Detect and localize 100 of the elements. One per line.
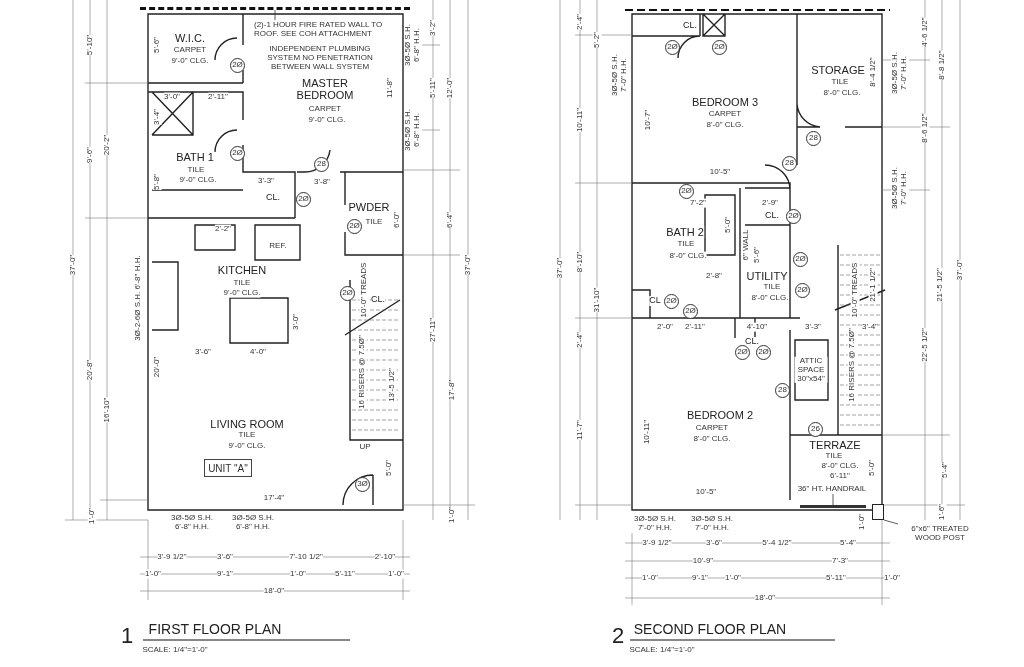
finish-text: 8'-0" CLG.: [823, 88, 861, 98]
room-name: STORAGE: [811, 63, 865, 77]
dimension-text: 16'-10": [102, 397, 112, 423]
dimension-text: 3'-4": [862, 322, 878, 332]
door-tag: 28: [314, 157, 329, 172]
door-tag: 2Ø: [756, 345, 771, 360]
door-tag: 26: [808, 422, 823, 437]
finish-text: 9'-0" CLG.: [228, 441, 266, 451]
leader-line: [274, 9, 276, 21]
dimension-text: 1'-0": [290, 569, 306, 579]
finish-text: 9'-0" CLG.: [179, 175, 217, 185]
room-name: CL.: [745, 337, 759, 347]
dimension-text: 2'-8": [706, 271, 722, 281]
dimension-text: 37'-0": [68, 254, 78, 276]
dimension-text: 5'-6": [752, 247, 762, 263]
dimension-text: 1'-0": [388, 569, 404, 579]
dimension-text: 2'-4": [575, 332, 585, 348]
finish-text: 8'-0" CLG.: [669, 251, 707, 261]
finish-text: TILE: [825, 451, 843, 461]
dimension-text: 2'-2": [215, 224, 231, 234]
dimension-text: 3'-8": [314, 177, 330, 187]
wood-post: [872, 504, 884, 520]
door-tag: 3Ø: [355, 477, 370, 492]
plan-number: 2: [611, 623, 625, 649]
dimension-text: 21'-1 1/2": [868, 268, 878, 302]
door-tag: 2Ø: [679, 184, 694, 199]
finish-text: TILE: [831, 77, 849, 87]
door-tag: 2Ø: [793, 252, 808, 267]
finish-text: TILE: [187, 165, 205, 175]
door-tag: 2Ø: [735, 345, 750, 360]
dimension-text: 10'-5": [695, 487, 717, 497]
dimension-text: 5'-4": [840, 538, 856, 548]
finish-text: CARPET: [708, 109, 742, 119]
dimension-text: 5'-11": [335, 569, 355, 579]
dimension-text: 3'-3": [805, 322, 821, 332]
room-name: CL.: [371, 295, 385, 305]
finish-text: TILE: [365, 217, 383, 227]
scale-text: SCALE: 1/4"=1'-0": [142, 645, 208, 655]
finish-text: CARPET: [695, 423, 729, 433]
dimension-text: 21'-5 1/2": [935, 268, 945, 302]
dimension-text: 31'-10": [592, 287, 602, 313]
dimension-text: 1'-0": [884, 573, 900, 583]
dimension-text: 3'-4": [152, 109, 162, 125]
dimension-text: 3'-9 1/2": [157, 552, 187, 562]
handrail: [800, 505, 866, 508]
dimension-text: 27'-11": [428, 317, 438, 343]
note-text: 10'-0" TREADS: [850, 262, 860, 318]
dimension-text: 3'-9 1/2": [642, 538, 672, 548]
dimension-text: 1'-0": [857, 514, 867, 530]
dimension-text: 2'-0": [657, 322, 673, 332]
dimension-text: 5'-2": [592, 32, 602, 48]
dimension-text: 8'-10": [575, 251, 585, 273]
door-tag: 2Ø: [712, 40, 727, 55]
dimension-text: 9'-1": [217, 569, 233, 579]
dimension-text: 4'-0": [250, 347, 266, 357]
dimension-text: 17'-8": [447, 379, 457, 401]
note-text: 16 RISERS @ 7.5Ø": [357, 335, 367, 409]
dimension-text: 8'-4 1/2": [868, 57, 878, 87]
dimension-text: 10'-9": [692, 556, 714, 566]
plan-title: SECOND FLOOR PLAN: [633, 622, 787, 638]
door-tag: 28: [782, 156, 797, 171]
plan-number: 1: [120, 623, 134, 649]
dimension-text: 20'-8": [85, 359, 95, 381]
room-name: CL.: [765, 211, 779, 221]
dimension-text: 5'-0": [384, 460, 394, 476]
room-name: W.I.C.: [175, 31, 205, 45]
dimension-text: 5'-10": [85, 34, 95, 56]
dimension-text: 20'-0": [152, 356, 162, 378]
dimension-text: 9'-6": [85, 147, 95, 163]
dimension-text: 1'-6": [937, 504, 947, 520]
room-name: PWDER: [348, 200, 390, 214]
room-name: BATH 2: [666, 225, 704, 239]
dimension-text: 11'-8": [385, 78, 395, 98]
window-tag: 3Ø-2-6Ø S.H. 6'-8" H.H.: [133, 255, 143, 341]
door-tag: 2Ø: [347, 219, 362, 234]
finish-text: 8'-0" CLG.: [693, 434, 731, 444]
door-tag: 2Ø: [795, 283, 810, 298]
dimension-text: 2'-11": [208, 92, 228, 102]
room-name: CL.: [266, 193, 280, 203]
fire-rated-wall: [140, 7, 410, 10]
dimension-text: 6'-11": [830, 471, 850, 481]
dimension-text: 8'-6 1/2": [920, 113, 930, 143]
door-tag: 2Ø: [230, 58, 245, 73]
note-text: 6" WALL: [741, 229, 751, 261]
door-tag: 2Ø: [230, 146, 245, 161]
dimension-text: 37'-0": [555, 257, 565, 279]
dimension-text: 5'-0": [867, 460, 877, 476]
dimension-text: 5'-6": [152, 37, 162, 53]
plan-title: FIRST FLOOR PLAN: [148, 622, 282, 638]
dimension-text: 8'-8 1/2": [937, 50, 947, 80]
dimension-text: 12'-0": [445, 77, 455, 99]
door-tag: 2Ø: [664, 294, 679, 309]
finish-text: CARPET: [308, 104, 342, 114]
finish-text: TILE: [677, 239, 695, 249]
finish-text: 8'-0" CLG.: [821, 461, 859, 471]
dimension-text: 2'-10": [374, 552, 396, 562]
finish-text: TILE: [238, 430, 256, 440]
dimension-text: 37'-0": [463, 254, 473, 276]
dimension-text: 3'-0": [164, 92, 180, 102]
leader-line: [883, 519, 899, 525]
